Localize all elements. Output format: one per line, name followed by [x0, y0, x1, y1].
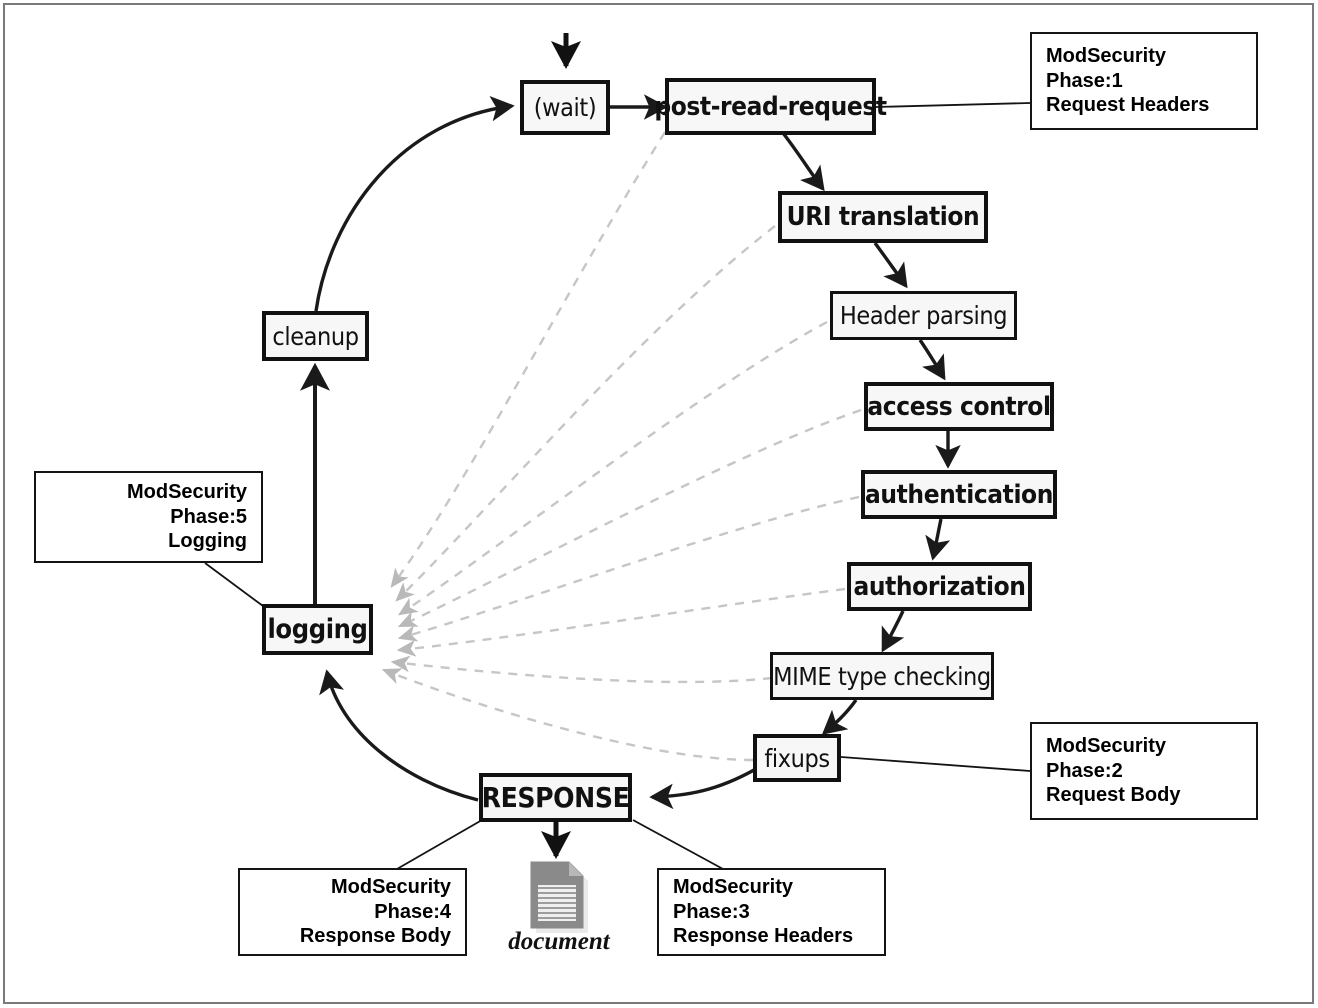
callout-phase5-line1: ModSecurity Phase:5: [126, 481, 247, 528]
node-header-parsing-label: Header parsing: [839, 301, 1008, 330]
callout-phase1-line1: ModSecurity Phase:1: [1046, 45, 1167, 92]
callout-phase4-line2: Response Body: [299, 925, 451, 948]
leader-line-phase4: [396, 819, 483, 870]
callout-phase4-line1: ModSecurity Phase:4: [330, 876, 451, 923]
node-wait-label: (wait): [533, 93, 597, 122]
dashed-arrow-fixups-to-logging: [381, 668, 754, 762]
leader-line-phase2: [840, 756, 1031, 772]
arrow-authorization-to-mime-type-checking: [881, 610, 905, 653]
arrow-response-to-logging: [319, 669, 479, 802]
dashed-arrow-authentication-to-logging: [397, 495, 860, 642]
callout-phase5: ModSecurity Phase:5 Logging: [34, 471, 263, 563]
node-fixups-label: fixups: [764, 743, 830, 773]
arrow-post-read-request-to-uri-translation: [781, 131, 825, 192]
dashed-arrow-header-parsing-to-logging: [397, 320, 828, 616]
arrow-uri-translation-to-header-parsing: [873, 241, 908, 289]
callout-phase3-line1: ModSecurity Phase:3: [673, 876, 794, 923]
callout-phase3: ModSecurity Phase:3 Response Headers: [657, 868, 886, 956]
arrow-mime-type-checking-to-fixups: [821, 699, 858, 735]
node-authorization-label: authorization: [853, 571, 1026, 602]
node-authentication[interactable]: authentication: [861, 470, 1057, 519]
callout-phase1: ModSecurity Phase:1 Request Headers: [1030, 32, 1258, 130]
node-cleanup[interactable]: cleanup: [262, 311, 369, 361]
node-uri-translation[interactable]: URI translation: [778, 191, 988, 243]
callout-phase4: ModSecurity Phase:4 Response Body: [238, 868, 467, 956]
document-label: document: [508, 928, 610, 955]
leader-line-phase3: [632, 819, 724, 870]
leader-line-phase5: [204, 562, 264, 607]
arrow-fixups-to-response: [649, 768, 755, 810]
dashed-arrow-post-read-request-to-logging: [390, 131, 667, 588]
arrow-header-parsing-to-access-control: [918, 339, 946, 381]
dashed-arrow-uri-translation-to-logging: [395, 225, 776, 602]
dashed-arrow-mime-type-checking-to-logging: [390, 655, 773, 684]
document-icon: [530, 861, 588, 933]
callout-phase2-line1: ModSecurity Phase:2: [1046, 735, 1167, 782]
node-authentication-label: authentication: [865, 479, 1053, 510]
node-response-label: RESPONSE: [481, 780, 630, 814]
node-wait[interactable]: (wait): [520, 80, 610, 135]
node-cleanup-label: cleanup: [272, 321, 359, 351]
leader-line-phase1: [875, 102, 1031, 108]
node-authorization[interactable]: authorization: [847, 562, 1032, 611]
node-mime-type-checking-label: MIME type checking: [773, 661, 991, 691]
node-logging[interactable]: logging: [262, 604, 373, 655]
node-access-control[interactable]: access control: [864, 382, 1054, 431]
arrow-authentication-to-authorization: [925, 518, 951, 561]
callout-phase3-line2: Response Headers: [673, 925, 854, 948]
callout-phase1-line2: Request Headers: [1046, 94, 1210, 117]
callout-phase2-line2: Request Body: [1046, 784, 1181, 807]
node-post-read-request[interactable]: post-read-request: [654, 78, 887, 135]
callout-phase2: ModSecurity Phase:2 Request Body: [1030, 722, 1258, 820]
node-access-control-label: access control: [867, 391, 1051, 422]
callout-phase5-line2: Logging: [168, 530, 247, 553]
node-post-read-request-label: post-read-request: [654, 91, 887, 122]
node-mime-type-checking[interactable]: MIME type checking: [770, 652, 994, 700]
dashed-arrow-authorization-to-logging: [396, 587, 846, 657]
node-fixups[interactable]: fixups: [753, 734, 841, 782]
node-logging-label: logging: [267, 614, 368, 645]
arrow-cleanup-to-wait: [314, 95, 515, 312]
node-response[interactable]: RESPONSE: [479, 773, 632, 822]
node-header-parsing[interactable]: Header parsing: [830, 291, 1017, 340]
node-uri-translation-label: URI translation: [786, 202, 980, 232]
